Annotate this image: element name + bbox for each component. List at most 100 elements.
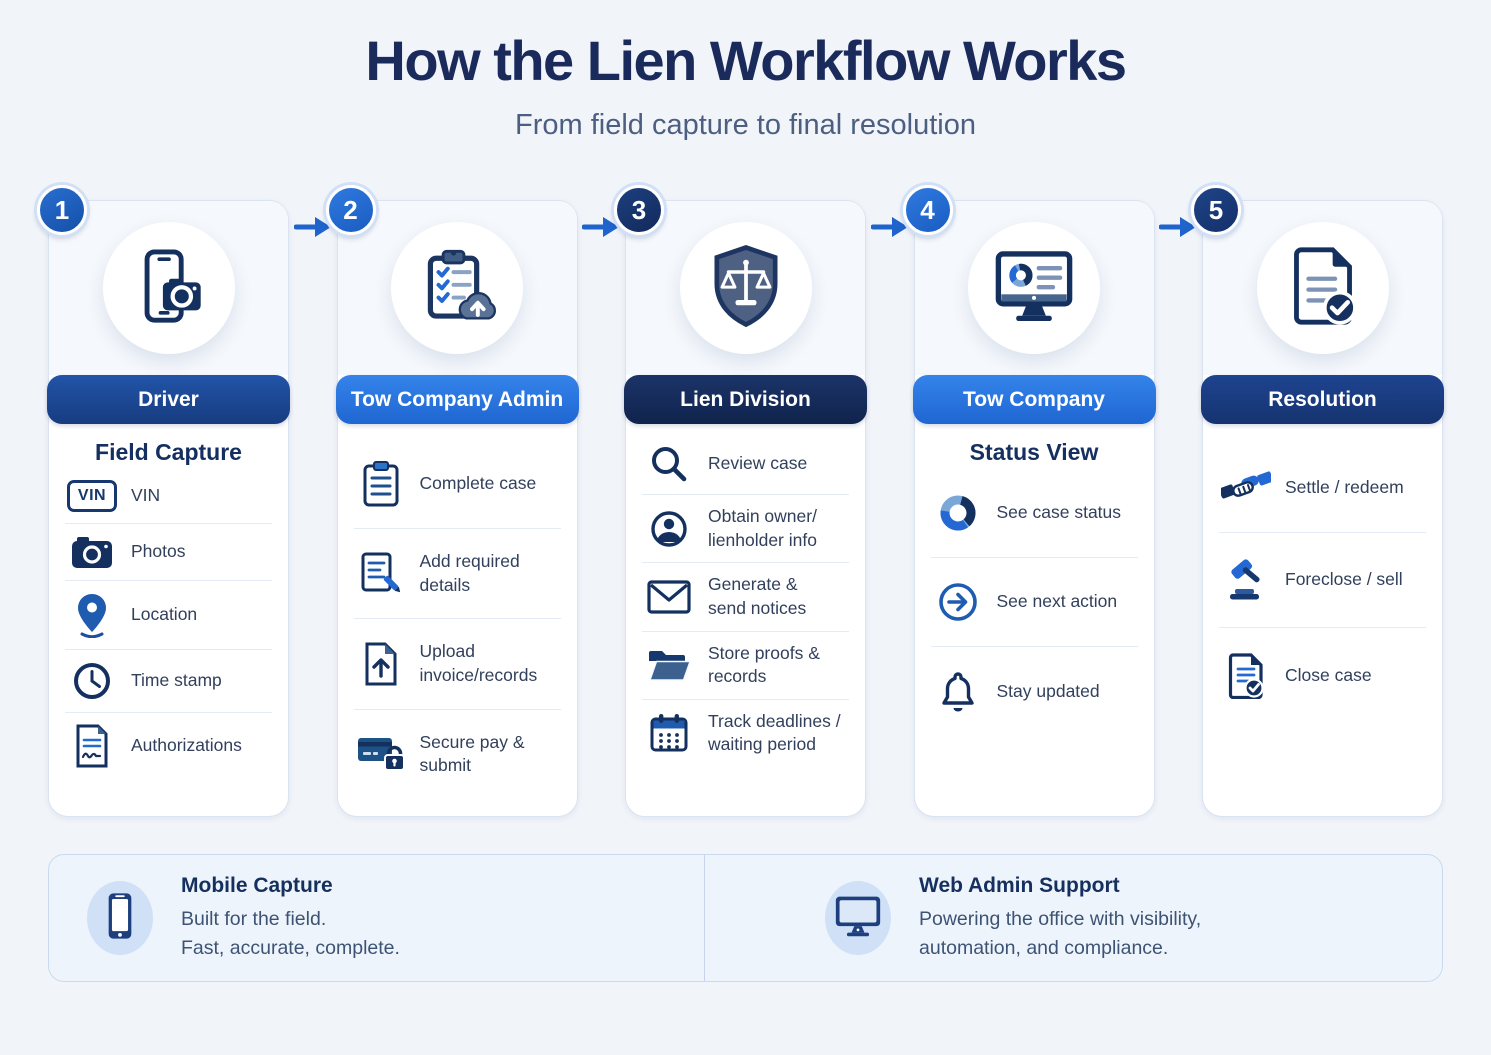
flow-arrow — [866, 214, 914, 240]
item-label: Generate & send notices — [708, 574, 807, 618]
hero-area — [914, 201, 1154, 375]
item-label: Review case — [708, 453, 808, 474]
list-item: Photos — [65, 523, 272, 580]
right-arrow-icon — [1159, 217, 1197, 237]
step-items: VIN VIN Photos — [65, 469, 272, 779]
list-item: Generate & send notices — [642, 562, 849, 630]
item-label: Time stamp — [131, 670, 222, 691]
list-item: Review case — [642, 434, 849, 494]
step-items: Settle / redeem Foreclose / sell — [1219, 424, 1426, 724]
list-item: Store proofs & records — [642, 630, 849, 699]
step-card-driver: 1 Driver Field Capture — [37, 185, 290, 817]
hero-area — [626, 201, 865, 375]
step-number-badge: 3 — [614, 185, 664, 235]
step-card-tow-company-admin: 2 — [325, 185, 579, 817]
step-number-badge: 1 — [37, 185, 87, 235]
step-subtitle: Field Capture — [95, 439, 242, 465]
step-header-lien-division: Lien Division — [624, 375, 867, 424]
page-title: How the Lien Workflow Works — [365, 29, 1127, 92]
step-number-badge: 4 — [902, 185, 953, 235]
hero-circle — [102, 222, 235, 354]
step-number-badge: 2 — [325, 185, 376, 235]
camera-icon — [65, 535, 119, 569]
item-label: Upload invoice/records — [419, 641, 538, 685]
flow-arrow — [1155, 214, 1203, 240]
list-item: Complete case — [354, 440, 561, 528]
footer-text-block: Mobile Capture Built for the field. Fast… — [181, 874, 400, 962]
envelope-icon — [642, 580, 696, 614]
list-item: Secure pay & submit — [353, 708, 561, 799]
hero-circle — [968, 222, 1100, 354]
footer-icon-circle — [825, 881, 891, 955]
item-label: Close case — [1285, 665, 1372, 686]
item-label: Authorizations — [131, 735, 242, 756]
step-items: Complete case Add required det — [353, 424, 561, 799]
step-header-tow-company: Tow Company — [912, 375, 1156, 424]
arrow-circle-icon — [931, 581, 985, 623]
list-item: Obtain owner/ lienholder info — [642, 494, 849, 562]
footer-title: Web Admin Support — [919, 874, 1120, 898]
right-arrow-icon — [293, 217, 331, 237]
step-header-driver: Driver — [47, 375, 290, 424]
footer-bar: Mobile Capture Built for the field. Fast… — [48, 854, 1443, 982]
item-label: Store proofs & records — [708, 642, 820, 687]
shield-scales-icon — [708, 244, 784, 333]
list-item: Authorizations — [65, 712, 272, 779]
footer-line: Fast, accurate, complete. — [181, 936, 400, 959]
right-arrow-icon — [870, 217, 908, 237]
step-subtitle: Status View — [969, 439, 1099, 465]
footer-text-block: Web Admin Support Powering the office wi… — [919, 874, 1201, 962]
hero-area — [1203, 201, 1442, 375]
footer-mobile-capture: Mobile Capture Built for the field. Fast… — [49, 855, 704, 981]
step-card-tow-company: 4 — [902, 185, 1156, 817]
footer-line: Powering the office with visibility, — [919, 908, 1202, 931]
list-item: Time stamp — [65, 649, 272, 712]
phone-camera-icon — [130, 247, 208, 330]
item-label: Complete case — [419, 473, 537, 494]
donut-chart-icon — [931, 492, 985, 534]
item-label: VIN — [131, 485, 161, 506]
smartphone-icon — [103, 890, 137, 947]
item-label: Secure pay & submit — [419, 731, 525, 776]
item-label: Add required details — [419, 551, 520, 595]
step-items: Review case Obtain owner/ lienholder inf… — [642, 424, 849, 767]
folder-icon — [642, 647, 696, 683]
list-item: Upload invoice/records — [353, 618, 561, 708]
signed-document-icon — [65, 724, 119, 768]
document-upload-icon — [354, 642, 408, 686]
hero-area — [49, 201, 288, 375]
hero-circle — [391, 222, 523, 354]
gavel-icon — [1219, 558, 1273, 602]
location-pin-icon — [65, 592, 119, 638]
item-label: Settle / redeem — [1285, 477, 1404, 498]
list-item: Location — [65, 580, 272, 649]
hero-area — [337, 201, 577, 375]
desktop-icon — [834, 894, 882, 943]
bell-icon — [931, 670, 985, 714]
item-label: Obtain owner/ lienholder info — [708, 506, 817, 550]
footer-line: automation, and compliance. — [919, 936, 1169, 959]
right-arrow-icon — [582, 217, 620, 237]
item-label: Location — [131, 604, 198, 625]
list-item: Settle / redeem — [1219, 444, 1426, 532]
list-item: See next action — [930, 557, 1138, 646]
hero-circle — [679, 222, 812, 354]
document-edit-icon — [354, 552, 408, 596]
document-check-icon — [1286, 245, 1360, 332]
footer-line: Built for the field. — [181, 908, 327, 931]
monitor-chart-icon — [991, 248, 1077, 329]
person-icon — [642, 508, 696, 550]
hero-circle — [1256, 222, 1389, 354]
clipboard-cloud-upload-icon — [415, 249, 499, 328]
item-label: See next action — [996, 591, 1118, 612]
item-label: Photos — [131, 541, 186, 562]
card-lock-icon — [354, 734, 408, 774]
step-card-lien-division: 3 Lien Division — [614, 185, 867, 817]
list-item: Close case — [1219, 627, 1426, 724]
vin-plate-icon: VIN — [65, 480, 119, 512]
step-items: See case status See next action — [930, 469, 1138, 737]
footer-title: Mobile Capture — [181, 874, 333, 898]
flow-arrow — [289, 214, 337, 240]
list-item: See case status — [931, 469, 1138, 557]
item-label: Foreclose / sell — [1285, 569, 1403, 590]
